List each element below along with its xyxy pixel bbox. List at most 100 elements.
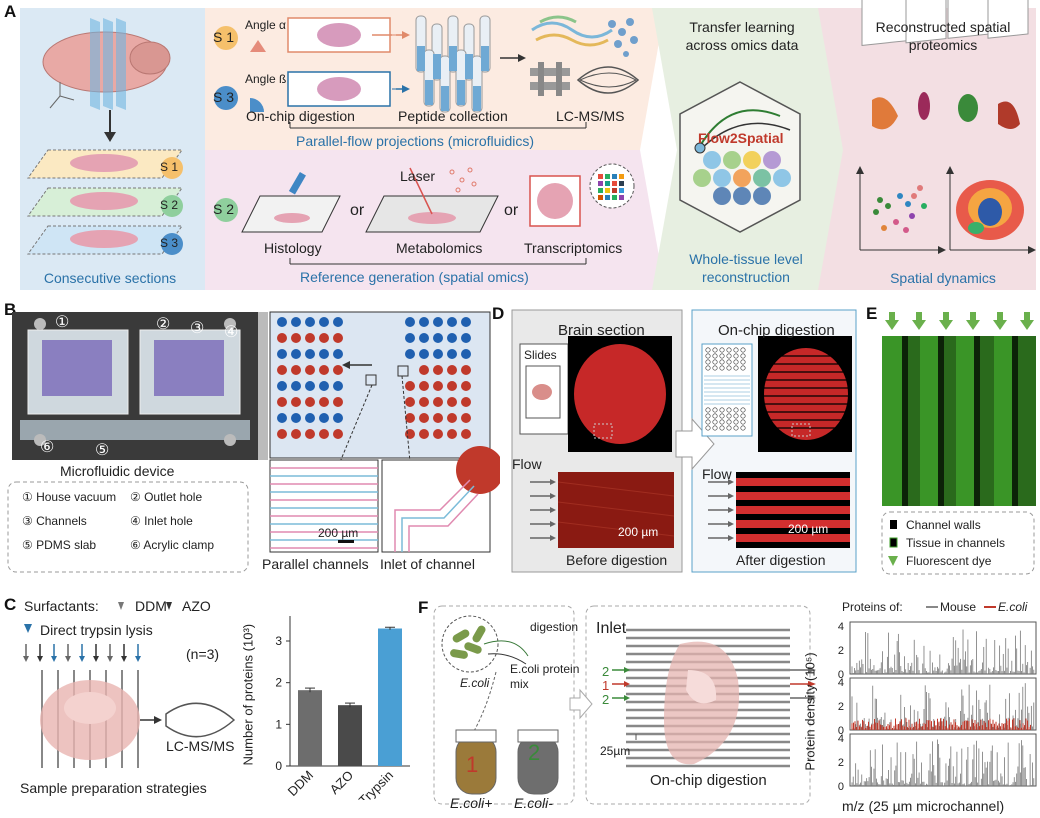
dye-arrow-icon: [916, 312, 922, 320]
chip-hole: [712, 425, 718, 431]
chip-hole: [726, 413, 732, 419]
spectrum-y-tick: 0: [838, 781, 844, 793]
b-callout-3: ③: [190, 320, 205, 337]
sample-arrow-head: [51, 656, 57, 662]
outlet-well: [305, 317, 315, 327]
inlet-well: [419, 317, 429, 327]
chip-hole: [726, 419, 732, 425]
f-legend-ecoli: E.coli: [998, 600, 1028, 614]
b-legend-6: ⑥ Acrylic clamp: [130, 538, 215, 552]
dye-arrow-icon: [970, 312, 976, 320]
y-tick-label: 2: [275, 676, 282, 690]
panel-f-letter: F: [418, 598, 429, 617]
flow-arrow-head: [550, 507, 556, 513]
b-legend-4: ④ Inlet hole: [130, 514, 193, 528]
f-legend-ecoli-swatch: [984, 606, 996, 608]
sample-arrow-head: [121, 656, 127, 662]
f-ecoli-plus: E.coli+: [450, 795, 493, 811]
b-callout-1: ①: [55, 314, 70, 331]
c-direct-trypsin: Direct trypsin lysis: [40, 622, 153, 638]
d-flow-2: Flow: [702, 466, 732, 482]
flow-arrow-head: [550, 521, 556, 527]
sample-arrow-head: [79, 656, 85, 662]
c-n3: (n=3): [186, 646, 220, 662]
outlet-well: [319, 429, 329, 439]
sample-arrow-head: [135, 656, 141, 662]
outlet-well: [291, 413, 301, 423]
spectrum-y-tick: 4: [838, 621, 844, 633]
inlet-well: [461, 365, 471, 375]
chip-hole: [719, 425, 725, 431]
flow-arrow-head: [728, 493, 734, 499]
b-callout-5: ⑤: [95, 442, 110, 459]
dye-arrow-head: [1020, 320, 1034, 330]
chip-hole: [712, 347, 718, 353]
f-inlet: Inlet: [596, 620, 627, 637]
panel-e-letter: E: [866, 304, 878, 323]
x-tick-label: Trypsin: [356, 768, 396, 800]
a-metabolomics: Metabolomics: [396, 240, 483, 256]
chip-hole: [733, 407, 739, 413]
chip-hole: [733, 365, 739, 371]
outlet-well: [305, 413, 315, 423]
a-lcmsms: LC-MS/MS: [556, 108, 625, 124]
a-whole-tissue: Whole-tissue level reconstruction: [689, 251, 803, 285]
outlet-well: [319, 397, 329, 407]
a-section-s2: S 2: [160, 198, 179, 212]
a-laser: Laser: [400, 168, 436, 184]
chip-hole: [705, 425, 711, 431]
outlet-well: [291, 317, 301, 327]
x-tick-label: DDM: [285, 768, 317, 800]
b-callout-2: ②: [156, 316, 171, 333]
b-legend-2: ② Outlet hole: [130, 490, 203, 504]
panel-c-letter: C: [4, 595, 17, 614]
flow-arrow-head: [728, 507, 734, 513]
f-ylabel-wrap: Protein density (10⁵): [802, 640, 822, 790]
outlet-well: [305, 429, 315, 439]
inlet-well: [433, 317, 443, 327]
outlet-well: [305, 365, 315, 375]
outlet-well: [305, 381, 315, 391]
dye-arrow-icon: [889, 312, 895, 320]
f-inlet-mark-3: 2: [602, 692, 610, 707]
inlet-well: [461, 429, 471, 439]
f-proteins-of: Proteins of:: [842, 600, 903, 614]
d-scale-1: 200 µm: [618, 525, 659, 539]
inlet-well: [405, 413, 415, 423]
outlet-well: [333, 429, 343, 439]
inlet-well: [419, 349, 429, 359]
f-on-chip-digestion: On-chip digestion: [650, 772, 767, 789]
d-before-digestion: Before digestion: [566, 552, 668, 568]
c-strategies: Sample preparation strategies: [20, 780, 207, 796]
f-legend-mouse: Mouse: [940, 600, 977, 614]
flow-arrow-head: [728, 521, 734, 527]
dye-arrow-head: [993, 320, 1007, 330]
a-section-s3: S 3: [160, 236, 179, 250]
outlet-well: [319, 349, 329, 359]
outlet-well: [277, 397, 287, 407]
d-slides: Slides: [524, 348, 557, 362]
e-legend-walls: Channel walls: [906, 518, 981, 532]
chip-hole: [719, 365, 725, 371]
chip-hole: [740, 359, 746, 365]
sample-arrow-head: [107, 656, 113, 662]
sample-arrow-head: [65, 656, 71, 662]
outlet-well: [277, 381, 287, 391]
b-parallel-channels: Parallel channels: [262, 556, 369, 572]
outlet-well: [319, 365, 329, 375]
sample-arrow-head: [93, 656, 99, 662]
chip-hole: [733, 353, 739, 359]
outlet-well: [277, 349, 287, 359]
inlet-well: [405, 397, 415, 407]
chip-hole: [719, 359, 725, 365]
bar-ddm: [298, 690, 322, 766]
d-flow-1: Flow: [512, 456, 542, 472]
spectrum-y-tick: 2: [838, 701, 844, 713]
chip-hole: [712, 419, 718, 425]
panel-c-graphic: [23, 602, 236, 768]
inlet-well: [405, 317, 415, 327]
b-callout-6: ⑥: [40, 439, 55, 456]
inlet-well: [461, 381, 471, 391]
c-surfactants: Surfactants:: [24, 598, 99, 614]
inlet-well: [419, 397, 429, 407]
